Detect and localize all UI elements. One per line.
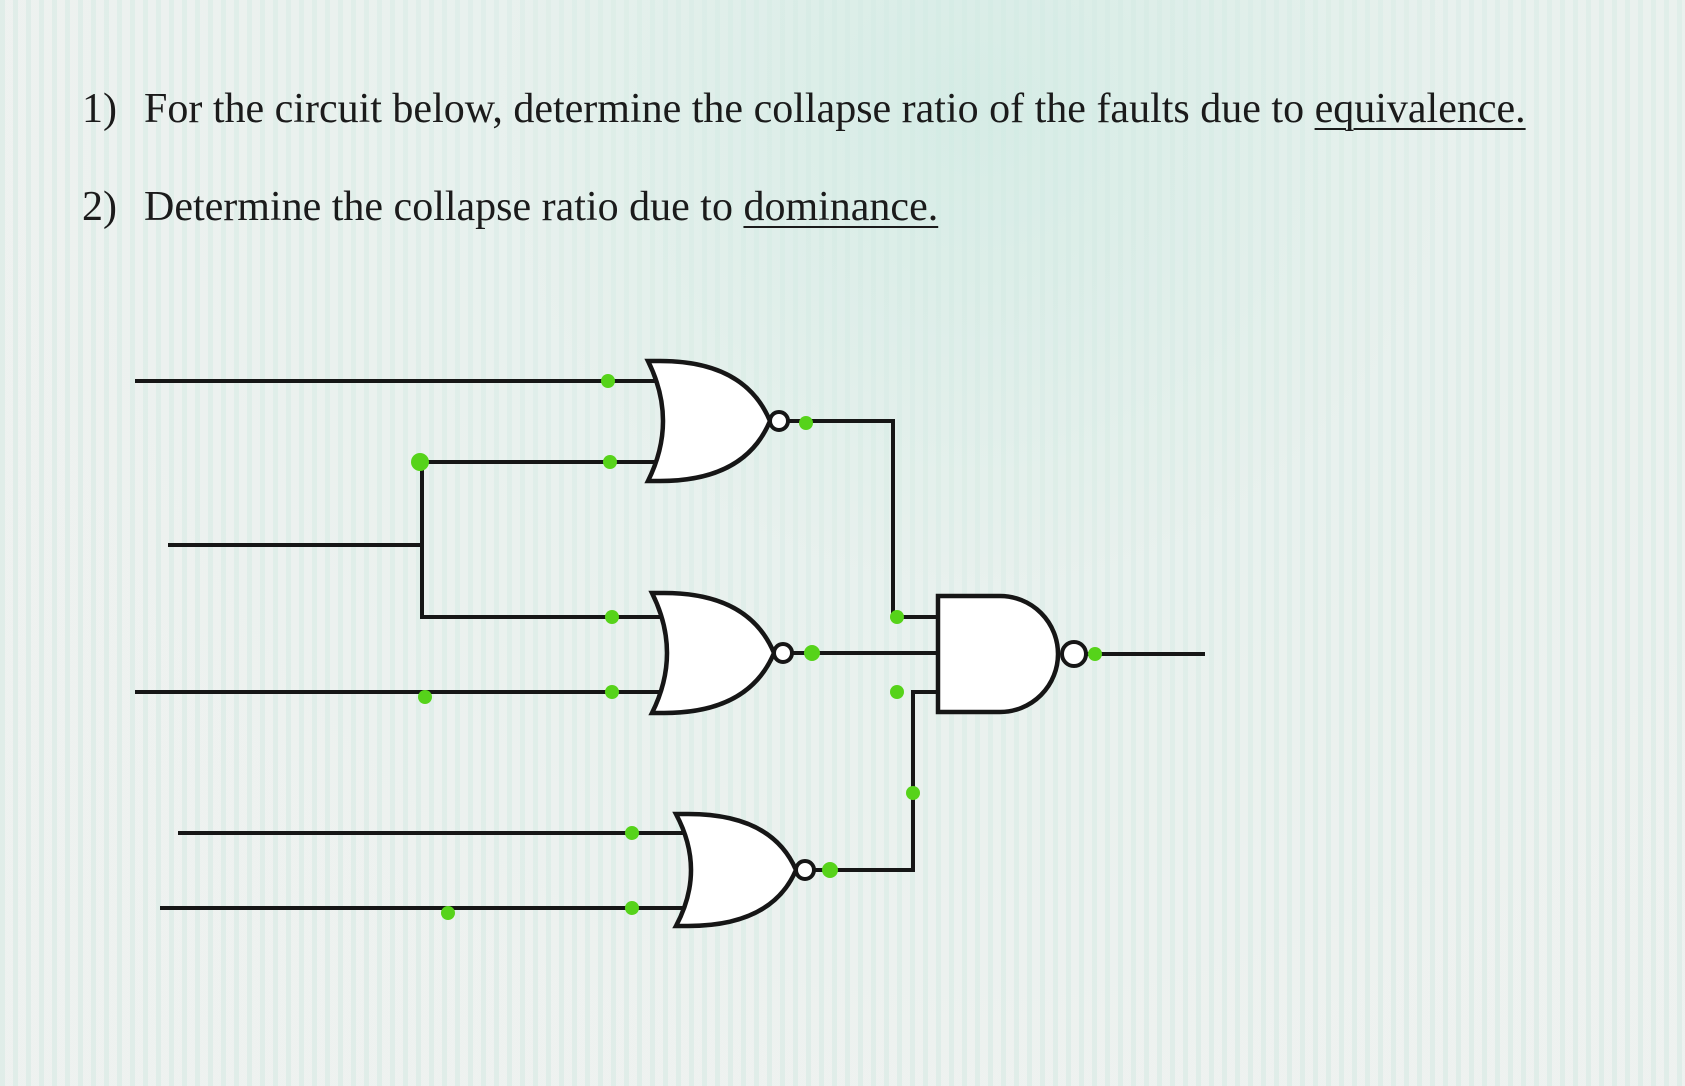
fault-marker [418, 690, 432, 704]
fault-marker [605, 610, 619, 624]
fault-marker [890, 610, 904, 624]
inverter-bubble-1 [768, 410, 790, 432]
nor-gate-3 [672, 811, 816, 929]
fault-marker [1088, 647, 1102, 661]
wire-g1-to-g4 [788, 419, 938, 619]
fault-marker [906, 786, 920, 800]
question-1: 1) For the circuit below, determine the c… [82, 88, 1526, 130]
question-2-number: 2) [82, 184, 117, 230]
circuit-wires [135, 379, 1205, 910]
fault-marker [441, 906, 455, 920]
fault-marker [822, 862, 838, 878]
inverter-bubble-3 [794, 859, 816, 881]
fault-marker [605, 685, 619, 699]
question-2: 2) Determine the collapse ratio due to do… [82, 186, 938, 228]
fault-marker [804, 645, 820, 661]
wire-g3-to-g4 [812, 690, 938, 872]
fault-marker [603, 455, 617, 469]
inverter-bubble-2 [772, 642, 794, 664]
question-1-text: For the circuit below, determine the col… [144, 86, 1315, 132]
question-2-emphasis: dominance. [743, 184, 939, 230]
question-1-number: 1) [82, 86, 117, 132]
nor-gate-1 [644, 358, 790, 484]
fault-marker [625, 901, 639, 915]
question-2-text: Determine the collapse ratio due to [144, 184, 744, 230]
fault-marker [411, 453, 429, 471]
fault-marker [799, 416, 813, 430]
nand-gate-4 [935, 593, 1088, 715]
fault-marker [601, 374, 615, 388]
fault-marker [890, 685, 904, 699]
question-1-emphasis: equivalence. [1314, 86, 1526, 132]
inverter-bubble-4 [1060, 640, 1088, 668]
fault-markers [411, 374, 1102, 920]
nor-gate-2 [648, 590, 794, 716]
fault-marker [625, 826, 639, 840]
